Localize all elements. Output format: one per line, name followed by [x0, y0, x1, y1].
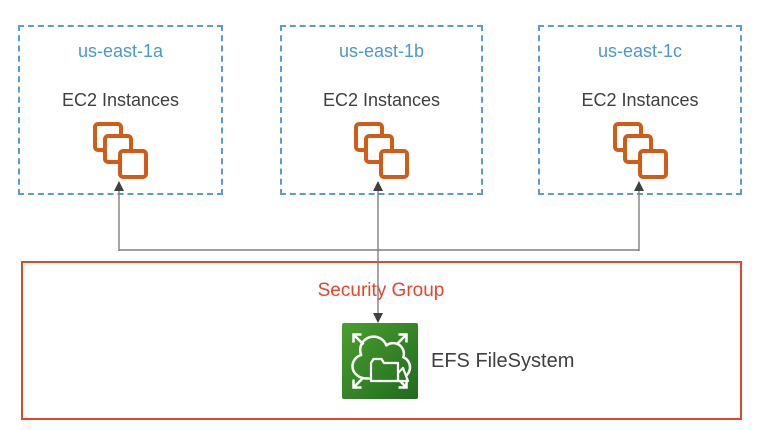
az-name-label: us-east-1a	[77, 41, 164, 61]
ec2-instances-label: EC2 Instances	[61, 90, 180, 110]
ec2-instances-label: EC2 Instances	[581, 90, 699, 110]
efs-filesystem-icon	[342, 323, 418, 399]
security-group-label: Security Group	[317, 280, 445, 301]
ec2-instances-icon	[354, 122, 409, 179]
az-name-label: us-east-1b	[338, 41, 425, 61]
availability-zone-box-c: us-east-1c EC2 Instances	[538, 25, 742, 195]
folder-icon	[369, 357, 410, 383]
availability-zone-box-a: us-east-1a EC2 Instances	[18, 25, 223, 195]
ec2-instances-label: EC2 Instances	[322, 90, 441, 110]
availability-zone-box-b: us-east-1b EC2 Instances	[280, 25, 483, 195]
stacked-square-icon	[637, 149, 668, 179]
stacked-square-icon	[379, 149, 409, 179]
expand-arrows-icon	[352, 333, 408, 389]
az-name-label: us-east-1c	[597, 41, 683, 61]
cloud-icon	[351, 335, 412, 380]
security-group-boundary	[21, 261, 742, 420]
ec2-instances-icon	[93, 122, 148, 179]
efs-filesystem-label: EFS FileSystem	[431, 350, 575, 372]
stacked-square-icon	[118, 149, 148, 179]
ec2-instances-icon	[612, 122, 668, 179]
